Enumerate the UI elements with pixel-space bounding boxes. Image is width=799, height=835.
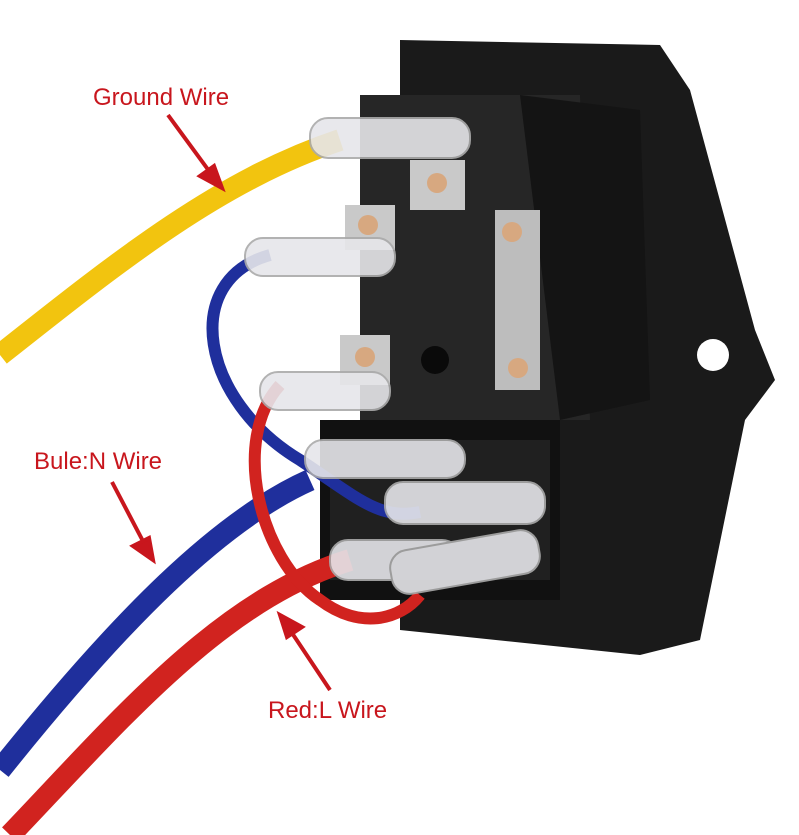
neutral-wire <box>0 469 315 777</box>
neutral-jumper <box>206 249 422 520</box>
ground-wire <box>0 129 344 364</box>
annotation-arrows <box>110 113 332 692</box>
crimp-connectors <box>244 117 546 595</box>
ground-wire-label: Ground Wire <box>93 84 230 111</box>
mounting-hole <box>697 339 729 371</box>
neutral-wire-label: Bule:N Wire <box>34 448 163 475</box>
socket-block <box>520 95 650 420</box>
live-wire-label: Red:L Wire <box>268 697 388 724</box>
live-jumper <box>248 380 425 625</box>
